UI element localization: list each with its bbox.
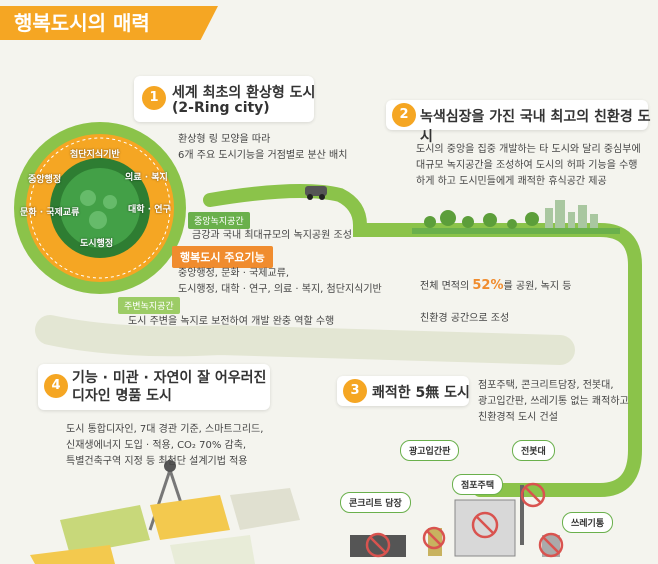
section-4-number: 4: [44, 374, 68, 398]
main-functions-tag: 행복도시 주요기능: [172, 246, 273, 268]
peripheral-green-tag: 주변녹지공간: [118, 297, 180, 314]
page-title: 행복도시의 매력: [0, 6, 218, 40]
green-ratio-pre: 전체 면적의: [420, 281, 473, 292]
central-green-tag: 중앙녹지공간: [188, 212, 250, 229]
section-1-body: 환상형 링 모양을 따라 6개 주요 도시기능을 거점별로 분산 배치: [178, 134, 348, 161]
ring-label-culture: 문화 · 국제교류: [20, 208, 80, 218]
ring-label-city-admin: 도시행정: [80, 239, 114, 249]
bubble-trash-can: 쓰레기통: [562, 512, 614, 533]
ring-label-medical: 의료 · 복지: [125, 173, 168, 183]
section-4-body: 도시 통합디자인, 7대 경관 기준, 스마트그리드, 신재생에너지 도입 · …: [66, 424, 264, 467]
section-1-subheading: (2-Ring city): [172, 100, 270, 116]
ring-label-knowledge: 첨단지식기반: [70, 150, 120, 160]
section-3-number: 3: [343, 379, 367, 403]
main-functions-desc: 중앙행정, 문화 · 국제교류, 도시행정, 대학 · 연구, 의료 · 복지,…: [178, 268, 382, 295]
section-2-card: [386, 100, 648, 130]
section-4-card: [38, 364, 270, 410]
section-3-heading: 쾌적한 5無 도시: [372, 385, 470, 401]
green-ratio-line2: 친환경 공간으로 조성: [420, 313, 510, 324]
green-ratio-text: 전체 면적의 52%를 공원, 녹지 등 친환경 공간으로 조성: [420, 262, 640, 327]
green-ratio-percent: 52%: [472, 278, 504, 293]
bubble-billboard: 광고입간판: [400, 440, 460, 461]
section-2-number: 2: [392, 103, 416, 127]
bubble-utility-pole: 전봇대: [512, 440, 555, 461]
section-1-heading: 세계 최초의 환상형 도시: [172, 85, 316, 101]
section-2-heading: 녹색심장을 가진 국내 최고의 친환경 도시: [420, 109, 651, 145]
section-2-body: 도시의 중앙을 집중 개발하는 타 도시와 달리 중심부에 대규모 녹지공간을 …: [416, 144, 641, 187]
section-4-heading: 기능 · 미관 · 자연이 잘 어우러진 디자인 명품 도시: [72, 370, 267, 404]
ring-label-central-admin: 중앙행정: [28, 175, 62, 185]
section-1-number: 1: [142, 86, 166, 110]
bubble-concrete-wall: 콘크리트 담장: [340, 492, 411, 513]
central-green-desc: 금강과 국내 최대규모의 녹지공원 조성: [192, 230, 352, 241]
peripheral-green-desc: 도시 주변을 녹지로 보전하여 개발 완충 역할 수행: [128, 316, 335, 327]
bubble-shop-house: 점포주택: [452, 474, 504, 495]
ring-city-illustration: [14, 122, 186, 294]
section-3-body: 점포주택, 콘크리트담장, 전봇대, 광고입간판, 쓰레기통 없는 쾌적하고 친…: [478, 380, 629, 423]
ring-label-university: 대학 · 연구: [128, 205, 171, 215]
green-ratio-post: 를 공원, 녹지 등: [503, 281, 572, 292]
